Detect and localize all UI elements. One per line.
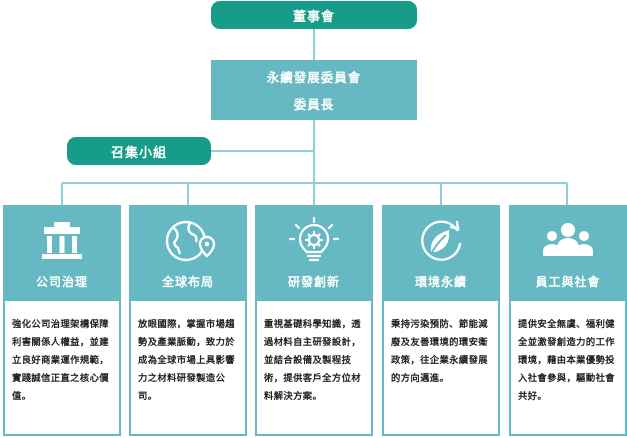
globe-location-icon: [131, 214, 245, 270]
convener-group-box: 召集小組: [67, 137, 211, 165]
pillar-innovation: 研發創新 重視基礎科學知識，透過材料自主研發設計，並結合設備及製程技術，提供客戶…: [255, 205, 373, 436]
pillar-governance: 公司治理 強化公司治理架構保障利害關係人權益，並建立良好商業運作規範，實踐誠信正…: [3, 205, 121, 436]
lightbulb-gear-icon: [257, 214, 371, 270]
pillar-header: 環境永續: [384, 207, 498, 301]
convener-label: 召集小組: [110, 145, 167, 161]
pillar-description: 重視基礎科學知識，透過材料自主研發設計，並結合設備及製程技術，提供客戶全方位材料…: [264, 319, 361, 402]
pillar-title: 研發創新: [287, 275, 340, 289]
pillar-title: 全球布局: [161, 275, 214, 289]
pillar-header: 公司治理: [5, 207, 119, 301]
pillar-description: 秉持污染預防、節能減廢及友善環境的環安衛政策，往企業永續發展的方向邁進。: [391, 319, 488, 384]
pillar-global: 全球布局 放眼國際，掌握市場趨勢及產業脈動，致力於成為全球市場上具影響力之材料研…: [129, 205, 247, 436]
sustainability-committee-box: 永續發展委員會 委員長: [211, 60, 417, 120]
pillar-people-society: 員工與社會 提供安全無虞、福利健全並激發創造力的工作環境，藉由本業優勢投入社會參…: [509, 205, 627, 436]
pillar-header: 全球布局: [131, 207, 245, 301]
pillar-environment: 環境永續 秉持污染預防、節能減廢及友善環境的環安衛政策，往企業永續發展的方向邁進…: [382, 205, 500, 436]
governance-building-icon: [5, 214, 119, 270]
pillar-title: 員工與社會: [535, 275, 601, 289]
pillar-header: 研發創新: [257, 207, 371, 301]
pillar-description: 強化公司治理架構保障利害關係人權益，並建立良好商業運作規範，實踐誠信正直之核心價…: [12, 319, 109, 402]
board-label: 董事會: [292, 9, 335, 25]
leaf-cycle-icon: [384, 214, 498, 270]
pillar-title: 公司治理: [35, 275, 88, 289]
people-group-icon: [511, 214, 625, 270]
pillar-title: 環境永續: [414, 275, 467, 289]
pillar-description: 提供安全無虞、福利健全並激發創造力的工作環境，藉由本業優勢投入社會參與，驅動社會…: [518, 319, 615, 402]
pillar-header: 員工與社會: [511, 207, 625, 301]
committee-name: 永續發展委員會: [266, 70, 362, 85]
committee-chair: 委員長: [293, 97, 335, 112]
board-of-directors-box: 董事會: [211, 1, 417, 29]
pillar-description: 放眼國際，掌握市場趨勢及產業脈動，致力於成為全球市場上具影響力之材料研發製造公司…: [138, 319, 235, 402]
